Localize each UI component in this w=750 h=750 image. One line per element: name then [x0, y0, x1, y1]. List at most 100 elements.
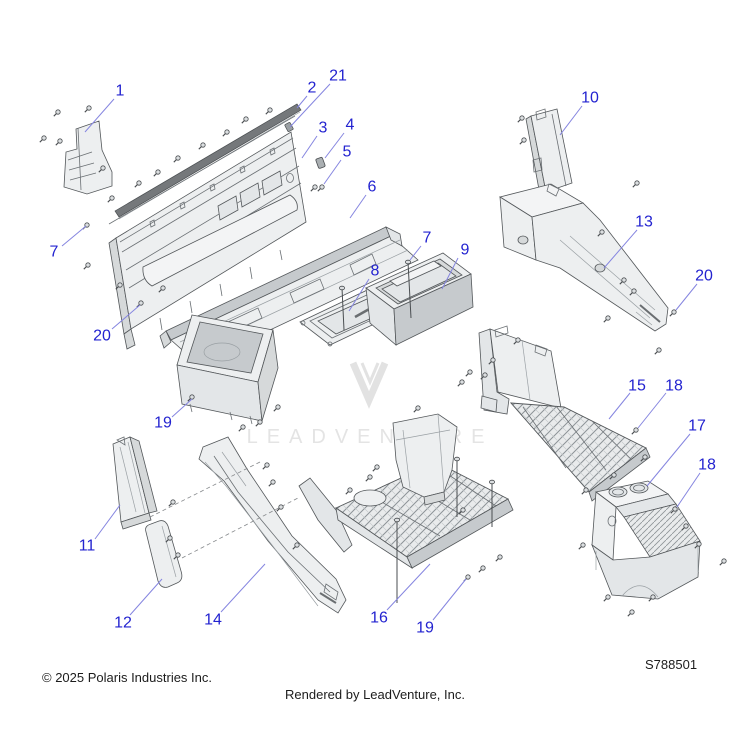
callout-label-4[interactable]: 4: [346, 117, 355, 134]
screw-icon: [310, 184, 318, 192]
part-3-box-front-panel[interactable]: [108, 131, 307, 350]
screw-icon: [597, 229, 605, 237]
callout-label-8[interactable]: 8: [371, 263, 380, 280]
callout-label-20[interactable]: 20: [695, 268, 713, 285]
cup-holder: [608, 486, 628, 498]
screw-icon: [603, 594, 611, 602]
screw-icon: [458, 507, 466, 515]
callout-label-6[interactable]: 6: [368, 179, 377, 196]
callout-label-2[interactable]: 2: [308, 80, 317, 97]
bolt-icon: [453, 456, 460, 517]
screw-icon: [165, 535, 173, 543]
rendered-by-text: Rendered by LeadVenture, Inc.: [285, 687, 465, 702]
screw-icon: [478, 565, 486, 573]
part-6-storage-box[interactable]: [176, 314, 279, 425]
part-13-rear-side-panel[interactable]: [498, 183, 669, 332]
callout-label-7[interactable]: 7: [50, 244, 59, 261]
part-21-clip[interactable]: [284, 122, 294, 132]
callout-label-15[interactable]: 15: [628, 378, 646, 395]
screw-icon: [480, 372, 488, 380]
screw-icon: [158, 285, 166, 293]
part-11-pillar-trim[interactable]: [112, 436, 158, 530]
part-4-clip[interactable]: [315, 156, 326, 169]
screw-icon: [153, 169, 161, 177]
screw-icon: [495, 554, 503, 562]
screw-icon: [670, 506, 678, 514]
callout-label-19[interactable]: 19: [416, 620, 434, 637]
callout-label-18[interactable]: 18: [665, 378, 683, 395]
callout-leader-line: [296, 95, 308, 109]
screw-icon: [669, 309, 677, 317]
screw-icon: [317, 184, 325, 192]
callout-leader-line: [603, 229, 638, 269]
callout-leader-line: [409, 245, 422, 261]
part-15-rear-floor[interactable]: [478, 325, 651, 502]
callout-label-5[interactable]: 5: [343, 144, 352, 161]
screw-icon: [187, 394, 195, 402]
callout-label-16[interactable]: 16: [370, 610, 388, 627]
screw-icon: [265, 107, 273, 115]
part-12-pad[interactable]: [145, 520, 183, 588]
callout-label-18[interactable]: 18: [698, 457, 716, 474]
callout-label-3[interactable]: 3: [319, 120, 328, 137]
bolt-icon: [393, 517, 400, 603]
callout-label-7[interactable]: 7: [423, 230, 432, 247]
callout-label-21[interactable]: 21: [329, 68, 347, 85]
part-1-support-bracket[interactable]: [63, 120, 113, 195]
screw-icon: [681, 523, 689, 531]
screw-icon: [648, 594, 656, 602]
callout-leader-line: [349, 194, 367, 219]
part-14-rocker-panel[interactable]: [198, 436, 347, 614]
screw-icon: [365, 474, 373, 482]
part-16-main-floor[interactable]: [298, 413, 514, 570]
screw-icon: [609, 472, 617, 480]
screw-icon: [581, 487, 589, 495]
screw-icon: [719, 558, 727, 566]
copyright-text: © 2025 Polaris Industries Inc.: [42, 670, 212, 685]
screw-hardware: [39, 105, 727, 617]
screw-icon: [262, 462, 270, 470]
screw-icon: [292, 542, 300, 550]
part-2-seal-strip[interactable]: [108, 103, 302, 225]
callout-label-12[interactable]: 12: [114, 615, 132, 632]
screw-icon: [345, 487, 353, 495]
callout-label-20[interactable]: 20: [93, 328, 111, 345]
screw-icon: [517, 115, 525, 123]
screw-icon: [632, 180, 640, 188]
callout-label-10[interactable]: 10: [581, 90, 599, 107]
callout-leader-line: [129, 578, 163, 616]
callout-label-19[interactable]: 19: [154, 415, 172, 432]
callout-leader-line: [646, 433, 691, 487]
cup-holder: [629, 482, 649, 494]
callout-leader-line: [289, 83, 331, 128]
screw-icon: [273, 404, 281, 412]
screw-icon: [640, 454, 648, 462]
part-9-storage-bin[interactable]: [365, 252, 474, 346]
callout-label-9[interactable]: 9: [461, 242, 470, 259]
callout-label-17[interactable]: 17: [688, 418, 706, 435]
part-17-rear-console[interactable]: [591, 480, 701, 600]
screw-icon: [629, 288, 637, 296]
part-10-quarter-panel-upper[interactable]: [525, 108, 573, 196]
callout-leader-line: [220, 563, 266, 613]
callout-label-11[interactable]: 11: [79, 538, 96, 555]
screw-icon: [627, 609, 635, 617]
callout-leader-line: [676, 472, 701, 508]
diagram-code: S788501: [645, 657, 698, 672]
screw-icon: [107, 195, 115, 203]
screw-icon: [134, 180, 142, 188]
callout-leader-line: [432, 578, 467, 621]
screw-icon: [168, 499, 176, 507]
screw-icon: [241, 116, 249, 124]
callout-label-1[interactable]: 1: [116, 83, 125, 100]
screw-icon: [578, 542, 586, 550]
screw-icon: [631, 427, 639, 435]
screw-icon: [465, 369, 473, 377]
screw-icon: [55, 138, 63, 146]
callout-leader-line: [94, 504, 121, 540]
screw-icon: [98, 165, 106, 173]
callout-label-14[interactable]: 14: [204, 612, 222, 629]
callout-label-13[interactable]: 13: [635, 214, 653, 231]
